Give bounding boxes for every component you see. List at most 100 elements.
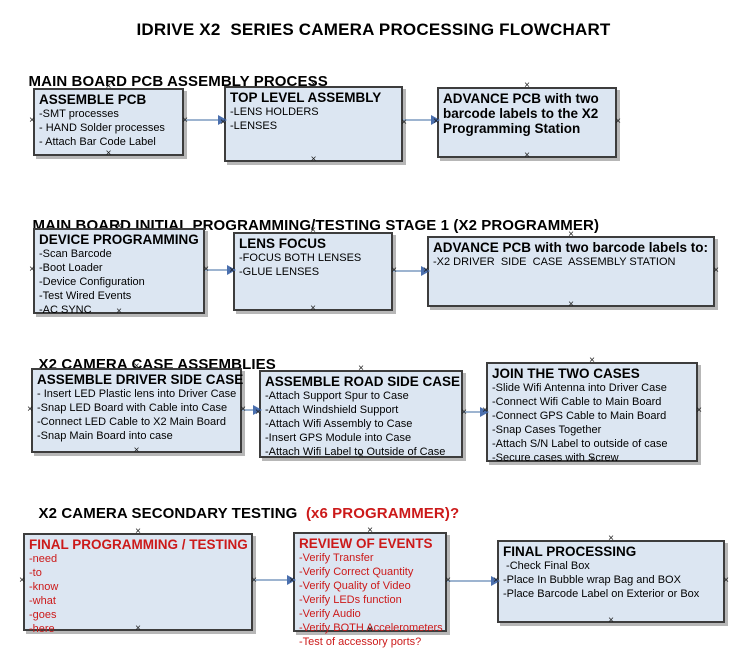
box-line: -Snap Cases Together (492, 424, 602, 436)
box-line: -Test of accessory ports? (299, 636, 422, 648)
connector-arrow[interactable] (393, 266, 430, 276)
box-title: TOP LEVEL ASSEMBLY (230, 90, 382, 105)
box-title: LENS FOCUS (239, 236, 327, 251)
box-line: -Verify BOTH Accelerometers (299, 622, 443, 634)
box-title: FINAL PROCESSING (503, 544, 637, 559)
connection-handle-icon: × (310, 303, 316, 314)
flow-box-assemble-pcb[interactable]: × × × × ASSEMBLE PCB -SMT processes - HA… (29, 82, 188, 159)
arrow-head-icon (227, 265, 236, 275)
flow-box-review-of-events[interactable]: × × × × REVIEW OF EVENTS -Verify Transfe… (289, 526, 451, 649)
connection-handle-icon: × (367, 525, 373, 536)
connection-handle-icon: × (358, 363, 364, 374)
flow-box-assemble-driver-side-case[interactable]: × × × × ASSEMBLE DRIVER SIDE CASE - Inse… (27, 362, 246, 456)
connector-arrow[interactable] (205, 265, 236, 275)
connection-handle-icon: × (524, 150, 530, 161)
box-title: ADVANCE PCB with two barcode labels to: (433, 240, 709, 255)
box-line: -GLUE LENSES (239, 266, 320, 278)
connection-handle-icon: × (696, 405, 702, 416)
box-line: -Place In Bubble wrap Bag and BOX (503, 574, 681, 586)
connector-arrow[interactable] (242, 405, 262, 415)
arrow-head-icon (491, 576, 500, 586)
section-heading-red-text: (x6 PROGRAMMER)? (305, 505, 460, 522)
box-line: -Test Wired Events (39, 290, 132, 302)
box-line: -here (29, 623, 55, 635)
box-title: ADVANCE PCB with two barcode labels to t… (443, 91, 599, 136)
flow-box-top-level-assembly[interactable]: × × × × TOP LEVEL ASSEMBLY -LENS HOLDERS… (220, 80, 407, 165)
box-title: ASSEMBLE ROAD SIDE CASE (265, 374, 461, 389)
box-line: -need (29, 553, 58, 565)
flow-box-final-processing[interactable]: × × × × FINAL PROCESSING -Check Final Bo… (493, 534, 729, 626)
box-line: -Verify Transfer (299, 552, 374, 564)
connector-arrow[interactable] (184, 115, 227, 125)
box-line: -Snap Main Board into case (37, 430, 173, 442)
box-line: -goes (29, 609, 57, 621)
flow-box-lens-focus[interactable]: × × × × LENS FOCUS -FOCUS BOTH LENSES -G… (229, 226, 397, 314)
flow-box-final-programming-testing[interactable]: × × × × FINAL PROGRAMMING / TESTING -nee… (19, 527, 257, 636)
box-line: -SMT processes (39, 108, 119, 120)
arrow-head-icon (218, 115, 227, 125)
flow-box-advance-pcb-programming-station[interactable]: × × × × ADVANCE PCB with two barcode lab… (433, 81, 621, 161)
flow-box-join-the-two-cases[interactable]: × × × × JOIN THE TWO CASES -Slide Wifi A… (482, 356, 702, 465)
connection-handle-icon: × (135, 526, 141, 537)
connection-handle-icon: × (524, 80, 530, 91)
box-title: DEVICE PROGRAMMING (39, 232, 199, 247)
box-line: -Attach S/N Label to outside of case (492, 438, 668, 450)
box-line: - Insert LED Plastic lens into Driver Ca… (37, 388, 237, 400)
box-line: -Check Final Box (503, 560, 590, 572)
box-title: REVIEW OF EVENTS (299, 536, 433, 551)
box-line: -Verify Audio (299, 608, 361, 620)
box-line: -Verify LEDs function (299, 594, 402, 606)
box-line: -FOCUS BOTH LENSES (239, 252, 362, 264)
box-title: JOIN THE TWO CASES (492, 366, 640, 381)
connection-handle-icon: × (713, 264, 719, 276)
box-line: -Verify Quality of Video (299, 580, 411, 592)
flow-box-advance-pcb-case-assembly[interactable]: × × × × ADVANCE PCB with two barcode lab… (423, 230, 719, 310)
connector-arrow[interactable] (253, 575, 296, 585)
connection-handle-icon: × (608, 615, 614, 626)
box-line: -Verify Correct Quantity (299, 566, 414, 578)
box-line: - Attach Bar Code Label (39, 136, 156, 148)
box-line: -Connect LED Cable to X2 Main Board (37, 416, 226, 428)
box-line: -Attach Windshield Support (265, 404, 399, 416)
flowchart-title: IDRIVE X2 SERIES CAMERA PROCESSING FLOWC… (136, 20, 611, 39)
box-line: -LENSES (230, 120, 278, 132)
arrow-head-icon (287, 575, 296, 585)
box-title: ASSEMBLE DRIVER SIDE CASE (37, 372, 244, 387)
section-heading-text: MAIN BOARD PCB ASSEMBLY PROCESS (28, 73, 328, 90)
box-line: -what (29, 595, 56, 607)
box-line: -know (29, 581, 59, 593)
box-title: FINAL PROGRAMMING / TESTING (29, 537, 248, 552)
connection-handle-icon: × (29, 115, 35, 126)
section-heading-pcb-assembly: MAIN BOARD PCB ASSEMBLY PROCESS (20, 56, 328, 90)
box-line: -Slide Wifi Antenna into Driver Case (492, 382, 667, 394)
connector-arrow[interactable] (463, 407, 489, 417)
connection-handle-icon: × (27, 403, 33, 415)
connector-arrow[interactable] (403, 115, 440, 125)
box-line: -Attach Wifi Label to Outside of Case (265, 446, 446, 458)
flow-box-assemble-road-side-case[interactable]: × × × × ASSEMBLE ROAD SIDE CASE -Attach … (255, 364, 467, 461)
connection-handle-icon: × (401, 117, 407, 128)
connection-handle-icon: × (589, 355, 595, 366)
connection-handle-icon: × (608, 533, 614, 544)
connection-handle-icon: × (29, 264, 35, 275)
connection-handle-icon: × (723, 574, 729, 586)
box-line: -AC SYNC (39, 304, 92, 316)
connection-handle-icon: × (105, 148, 112, 159)
arrow-head-icon (421, 266, 430, 276)
box-line: -Device Configuration (39, 276, 145, 288)
box-line: -X2 DRIVER SIDE CASE ASSEMBLY STATION (433, 256, 676, 268)
arrow-head-icon (431, 115, 440, 125)
section-heading-secondary-testing: X2 CAMERA SECONDARY TESTING (x6 PROGRAMM… (30, 488, 460, 522)
section-heading-text: X2 CAMERA SECONDARY TESTING (38, 505, 306, 522)
connection-handle-icon: × (568, 299, 574, 310)
flow-box-device-programming[interactable]: × × × × DEVICE PROGRAMMING -Scan Barcode… (29, 222, 209, 317)
box-line: -Insert GPS Module into Case (265, 432, 412, 444)
box-title: ASSEMBLE PCB (39, 92, 147, 107)
arrow-head-icon (480, 407, 489, 417)
connection-handle-icon: × (310, 154, 317, 165)
box-line: -Connect Wifi Cable to Main Board (492, 396, 662, 408)
box-line: -Attach Wifi Assembly to Case (265, 418, 413, 430)
box-line: -LENS HOLDERS (230, 106, 319, 118)
connection-handle-icon: × (615, 115, 621, 127)
connector-arrow[interactable] (447, 576, 500, 586)
